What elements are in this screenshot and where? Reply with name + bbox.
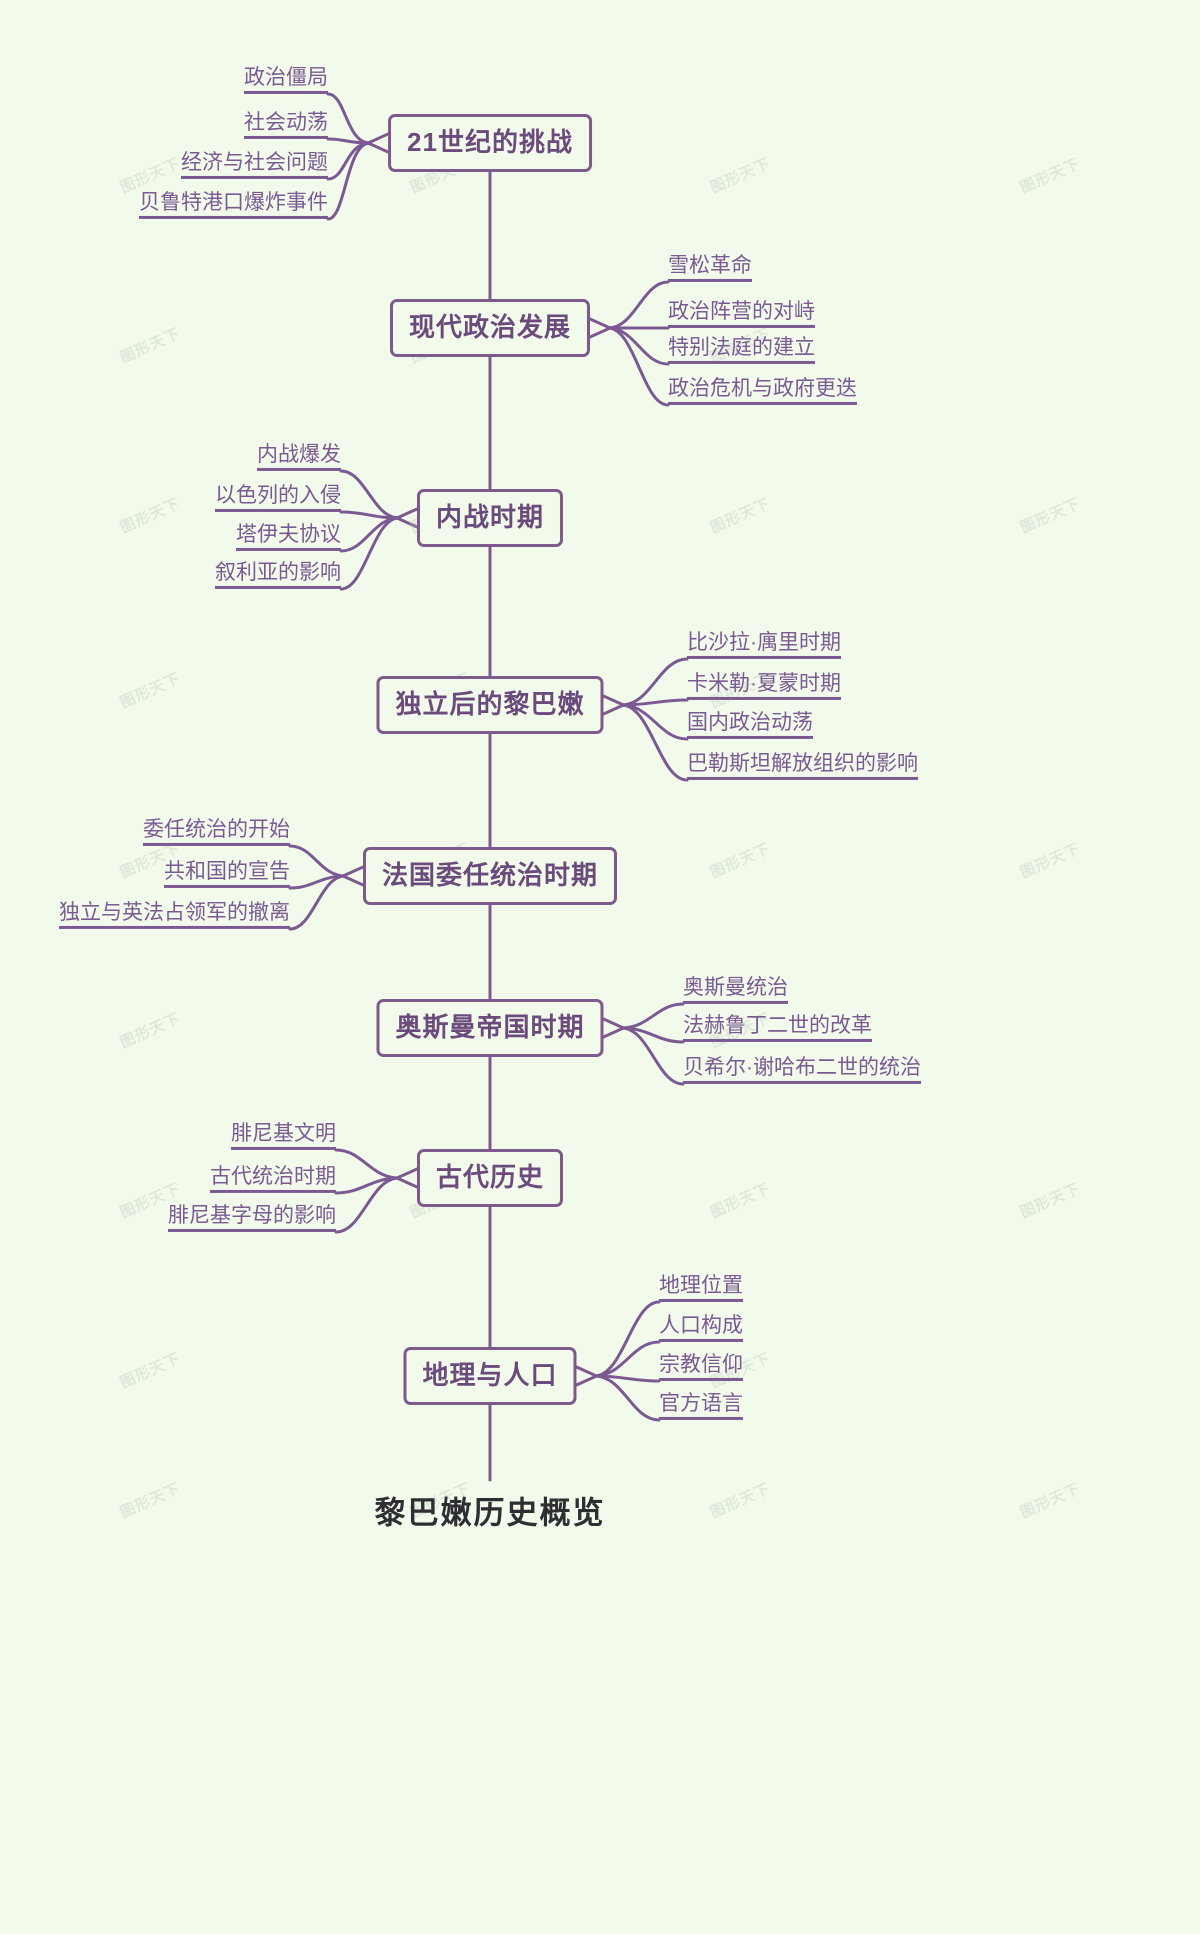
leaf-label: 腓尼基文明 [231,1121,336,1145]
leaf-b4-4[interactable]: 巴勒斯坦解放组织的影响 [687,751,918,781]
watermark: 图形天下 [117,1480,184,1522]
branch-node-b5[interactable]: 法国委任统治时期 [362,847,618,905]
leaf-b3-3[interactable]: 塔伊夫协议 [236,522,341,552]
leaf-label: 卡米勒·夏蒙时期 [687,671,841,695]
leaf-b3-2[interactable]: 以色列的入侵 [215,483,341,513]
leaf-b7-2[interactable]: 古代统治时期 [210,1164,336,1194]
branch-node-b2[interactable]: 现代政治发展 [389,299,591,357]
branch-node-label: 法国委任统治时期 [381,860,599,890]
watermark: 图形天下 [707,1180,774,1222]
watermark: 图形天下 [1017,840,1084,882]
branch-node-b8[interactable]: 地理与人口 [403,1347,577,1405]
leaf-b6-1[interactable]: 奥斯曼统治 [683,975,788,1005]
watermark: 图形天下 [1017,155,1084,197]
leaf-b5-2[interactable]: 共和国的宣告 [164,859,290,889]
branch-node-label: 地理与人口 [422,1360,558,1390]
leaf-label: 腓尼基字母的影响 [168,1203,336,1227]
leaf-label: 人口构成 [659,1313,743,1337]
watermark: 图形天下 [1017,495,1084,537]
branch-node-label: 奥斯曼帝国时期 [395,1012,585,1042]
leaf-label: 委任统治的开始 [143,817,290,841]
branch-node-b3[interactable]: 内战时期 [416,489,564,547]
leaf-label: 经济与社会问题 [181,150,328,174]
leaf-b2-1[interactable]: 雪松革命 [668,253,752,283]
leaf-label: 法赫鲁丁二世的改革 [683,1013,872,1037]
branch-node-label: 21世纪的挑战 [407,127,573,157]
leaf-b6-2[interactable]: 法赫鲁丁二世的改革 [683,1013,872,1043]
root-title: 黎巴嫩历史概览 [374,1495,606,1531]
leaf-b1-3[interactable]: 经济与社会问题 [181,150,328,180]
leaf-label: 地理位置 [659,1273,743,1297]
watermark: 图形天下 [707,495,774,537]
leaf-label: 宗教信仰 [659,1352,743,1376]
leaf-b4-1[interactable]: 比沙拉·庽里时期 [687,630,841,660]
leaf-b2-2[interactable]: 政治阵营的对峙 [668,299,815,329]
leaf-label: 国内政治动荡 [687,710,813,734]
leaf-b8-1[interactable]: 地理位置 [659,1273,743,1303]
leaf-b5-1[interactable]: 委任统治的开始 [143,817,290,847]
leaf-b7-3[interactable]: 腓尼基字母的影响 [168,1203,336,1233]
leaf-label: 政治阵营的对峙 [668,299,815,323]
branch-node-label: 现代政治发展 [408,312,572,342]
leaf-b1-2[interactable]: 社会动荡 [244,110,328,140]
leaf-b1-4[interactable]: 贝鲁特港口爆炸事件 [139,190,328,220]
leaf-label: 内战爆发 [257,442,341,466]
leaf-label: 特别法庭的建立 [668,335,815,359]
leaf-label: 贝希尔·谢哈布二世的统治 [683,1055,921,1079]
branch-node-label: 古代历史 [435,1162,545,1192]
leaf-b4-3[interactable]: 国内政治动荡 [687,710,813,740]
watermark: 图形天下 [1017,1480,1084,1522]
leaf-b2-3[interactable]: 特别法庭的建立 [668,335,815,365]
branch-node-label: 独立后的黎巴嫩 [395,689,585,719]
leaf-label: 叙利亚的影响 [215,560,341,584]
leaf-b8-4[interactable]: 官方语言 [659,1391,743,1421]
leaf-b4-2[interactable]: 卡米勒·夏蒙时期 [687,671,841,701]
branch-node-label: 内战时期 [435,502,545,532]
watermark: 图形天下 [117,495,184,537]
leaf-b7-1[interactable]: 腓尼基文明 [231,1121,336,1151]
leaf-label: 比沙拉·庽里时期 [687,630,841,654]
watermark: 图形天下 [1017,1180,1084,1222]
leaf-label: 巴勒斯坦解放组织的影响 [687,751,918,775]
leaf-label: 贝鲁特港口爆炸事件 [139,190,328,214]
watermark: 图形天下 [117,1010,184,1052]
branch-node-b4[interactable]: 独立后的黎巴嫩 [376,676,604,734]
watermark: 图形天下 [707,840,774,882]
leaf-label: 共和国的宣告 [164,859,290,883]
leaf-label: 独立与英法占领军的撤离 [59,900,290,924]
leaf-label: 社会动荡 [244,110,328,134]
leaf-label: 政治僵局 [244,65,328,89]
leaf-b8-2[interactable]: 人口构成 [659,1313,743,1343]
leaf-label: 奥斯曼统治 [683,975,788,999]
leaf-b3-4[interactable]: 叙利亚的影响 [215,560,341,590]
leaf-b2-4[interactable]: 政治危机与政府更迭 [668,376,857,406]
leaf-b1-1[interactable]: 政治僵局 [244,65,328,95]
branch-node-b6[interactable]: 奥斯曼帝国时期 [376,999,604,1057]
leaf-label: 官方语言 [659,1391,743,1415]
watermark: 图形天下 [707,155,774,197]
watermark: 图形天下 [117,670,184,712]
leaf-b5-3[interactable]: 独立与英法占领军的撤离 [59,900,290,930]
watermark: 图形天下 [117,1350,184,1392]
leaf-label: 古代统治时期 [210,1164,336,1188]
watermark: 图形天下 [117,325,184,367]
branch-node-b7[interactable]: 古代历史 [416,1149,564,1207]
leaf-b3-1[interactable]: 内战爆发 [257,442,341,472]
leaf-label: 以色列的入侵 [215,483,341,507]
branch-node-b1[interactable]: 21世纪的挑战 [388,114,592,172]
leaf-b8-3[interactable]: 宗教信仰 [659,1352,743,1382]
leaf-label: 政治危机与政府更迭 [668,376,857,400]
leaf-label: 雪松革命 [668,253,752,277]
leaf-label: 塔伊夫协议 [236,522,341,546]
watermark: 图形天下 [707,1480,774,1522]
leaf-b6-3[interactable]: 贝希尔·谢哈布二世的统治 [683,1055,921,1085]
